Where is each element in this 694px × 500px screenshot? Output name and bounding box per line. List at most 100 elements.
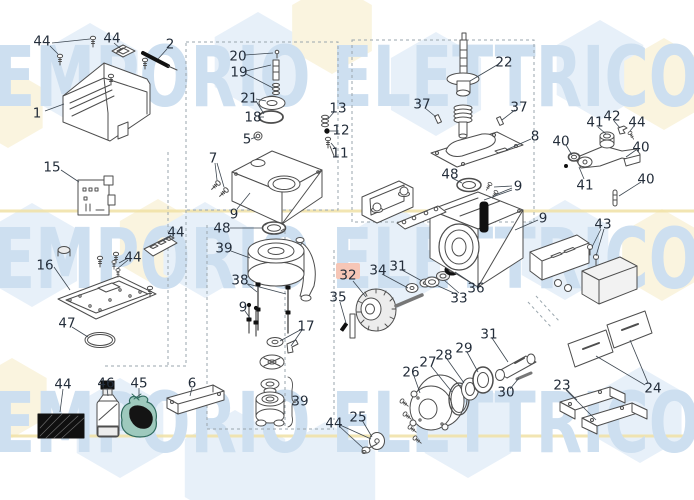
leader-line-7 xyxy=(214,162,218,181)
leader-line-31 xyxy=(401,269,423,282)
part-label-41: 41 xyxy=(576,178,593,194)
part-label-15: 15 xyxy=(43,160,60,176)
part-9-bolts xyxy=(246,302,259,337)
part-label-46: 46 xyxy=(97,376,114,392)
part-7-screws xyxy=(209,179,230,199)
leader-line-21 xyxy=(255,100,265,115)
leader-line-29 xyxy=(466,351,479,373)
part-45-grease-pouch xyxy=(120,393,157,438)
part-label-16: 16 xyxy=(36,258,53,274)
leader-lines xyxy=(44,38,649,449)
part-20-screw xyxy=(274,49,280,59)
leader-line-26 xyxy=(413,375,421,394)
part-label-36: 36 xyxy=(467,281,484,297)
leader-line-7 xyxy=(216,162,225,188)
part-label-9: 9 xyxy=(514,179,523,195)
part-label-40: 40 xyxy=(632,140,649,156)
highlight-badge xyxy=(336,263,360,279)
leader-line-11 xyxy=(330,142,337,150)
part-label-17: 17 xyxy=(297,319,314,335)
part-40-pin xyxy=(612,189,618,207)
part-label-19: 19 xyxy=(230,65,247,81)
part-6-rail xyxy=(166,384,225,415)
leader-line-44 xyxy=(116,259,129,270)
part-label-9: 9 xyxy=(239,300,248,316)
part-label-44: 44 xyxy=(628,115,645,131)
cover-block xyxy=(581,256,638,305)
part-label-38: 38 xyxy=(231,273,248,289)
part-44-bottom-screw xyxy=(361,443,378,454)
leader-line-44 xyxy=(49,45,59,55)
leader-line-17 xyxy=(290,329,303,347)
part-23-brackets xyxy=(559,386,648,435)
part-label-28: 28 xyxy=(435,348,452,364)
leader-line-33 xyxy=(443,279,460,294)
leader-line-42 xyxy=(613,120,621,129)
part-29-bearing xyxy=(472,366,494,394)
part-1-cover xyxy=(62,62,151,142)
part-label-27: 27 xyxy=(419,355,436,371)
leader-line-37 xyxy=(501,109,516,121)
part-label-37: 37 xyxy=(413,97,430,113)
part-44-rubber-pad xyxy=(37,413,85,439)
part-label-43: 43 xyxy=(594,217,611,233)
part-label-41: 41 xyxy=(586,115,603,131)
part-label-44: 44 xyxy=(54,377,71,393)
part-47-oring xyxy=(84,332,116,348)
leader-line-20 xyxy=(244,52,274,56)
part-17-washer-bracket xyxy=(259,337,299,370)
leader-line-1 xyxy=(44,103,65,112)
watermark-yellow-lines xyxy=(0,209,694,438)
leader-line-39 xyxy=(230,250,251,259)
part-39-pulley-drum xyxy=(247,237,316,302)
part-label-47: 47 xyxy=(58,316,75,332)
part-22-motor-shaft xyxy=(446,32,480,139)
part-9-oil-tank xyxy=(231,150,323,225)
part-label-44: 44 xyxy=(103,31,120,47)
leader-line-36 xyxy=(454,271,474,285)
leader-line-44 xyxy=(59,388,64,413)
leader-line-40 xyxy=(565,144,573,156)
leader-line-41 xyxy=(597,126,607,135)
part-46-grease-bottle xyxy=(96,380,120,438)
part-44-connector xyxy=(111,236,178,278)
leader-line-34 xyxy=(381,273,409,289)
leader-line-8 xyxy=(505,138,532,151)
part-label-11: 11 xyxy=(331,146,348,162)
part-label-9: 9 xyxy=(539,211,548,227)
leader-line-9 xyxy=(494,187,513,196)
part-label-48: 48 xyxy=(213,221,230,237)
part-42-clip xyxy=(617,125,628,135)
part-48-bearing-lower xyxy=(456,177,482,193)
motor-mount-bracket xyxy=(361,180,414,224)
part-24-plates xyxy=(567,310,653,368)
leader-line-22 xyxy=(469,64,498,82)
part-label-44: 44 xyxy=(325,416,342,432)
leader-line-44 xyxy=(339,424,372,440)
part-21-pulley xyxy=(258,95,286,110)
leader-line-24 xyxy=(595,355,646,386)
leader-line-9 xyxy=(483,189,513,201)
leader-line-44 xyxy=(118,257,129,264)
leader-line-2 xyxy=(157,48,168,60)
part-label-21: 21 xyxy=(240,91,257,107)
part-label-48: 48 xyxy=(441,167,458,183)
leader-line-48 xyxy=(451,177,463,184)
leader-line-47 xyxy=(71,326,89,338)
part-label-44: 44 xyxy=(124,250,141,266)
leader-line-24 xyxy=(629,339,649,384)
part-15-pcb xyxy=(77,175,116,216)
part-label-31: 31 xyxy=(389,259,406,275)
leader-line-44 xyxy=(113,42,122,50)
leader-line-15 xyxy=(60,169,80,183)
leader-line-38 xyxy=(245,282,258,293)
part-label-34: 34 xyxy=(369,263,386,279)
part-40-seal-ring xyxy=(564,152,581,168)
part-label-20: 20 xyxy=(229,49,246,65)
part-label-44: 44 xyxy=(33,34,50,50)
part-label-42: 42 xyxy=(603,109,620,125)
part-label-30: 30 xyxy=(497,385,514,401)
